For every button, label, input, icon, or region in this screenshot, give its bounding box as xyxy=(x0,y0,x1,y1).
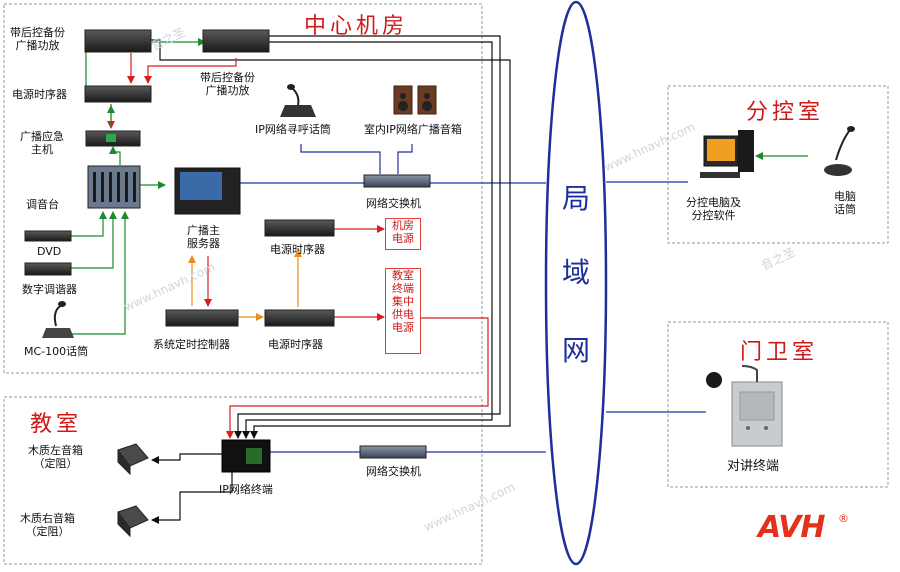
audio-endpoints xyxy=(42,84,855,538)
label-left-speaker: 木质左音箱 （定阻） xyxy=(28,444,83,470)
amp-backup-1-device xyxy=(84,29,152,53)
mixer-device xyxy=(87,165,141,209)
power-seq-bottom-device xyxy=(264,309,335,327)
label-mixer: 调音台 xyxy=(26,198,59,211)
timer-controller-device xyxy=(165,309,239,327)
left-speaker xyxy=(117,443,149,476)
label-dvd: DVD xyxy=(37,245,62,258)
lan-char-2: 域 xyxy=(561,256,590,289)
amp-output-lines xyxy=(150,35,511,439)
label-emergency-host: 广播应急 主机 xyxy=(20,130,64,156)
mc100-mic xyxy=(42,301,74,338)
switch-center-device xyxy=(363,174,431,188)
center-room-border xyxy=(3,3,483,374)
audio-lines xyxy=(70,38,808,335)
tuner-device xyxy=(24,262,72,276)
title-center-room: 中心机房 xyxy=(304,14,409,39)
sub-control-border xyxy=(667,85,889,244)
region-borders xyxy=(3,3,889,565)
label-intercom: 对讲终端 xyxy=(727,459,780,474)
label-ip-paging-mic: IP网络寻呼话筒 xyxy=(255,123,331,136)
label-indoor-speaker: 室内IP网络广播音箱 xyxy=(364,123,462,136)
box-room-power: 机房 电源 xyxy=(385,218,421,250)
avh-logo: AVH xyxy=(758,510,826,545)
label-switch-classroom: 网络交换机 xyxy=(366,465,421,478)
amp-backup-2-device xyxy=(202,29,270,53)
label-power-seq-mid: 电源时序器 xyxy=(270,243,325,256)
rack-devices xyxy=(24,29,431,473)
title-classroom: 教室 xyxy=(30,412,83,437)
switch-classroom-device xyxy=(359,445,427,459)
label-pc-mic: 电脑 话筒 xyxy=(834,190,856,216)
ip-paging-mic xyxy=(280,84,316,117)
lan-char-3: 网 xyxy=(561,334,590,367)
title-guard-room: 门卫室 xyxy=(740,340,819,365)
power-seq-top-device xyxy=(84,85,152,103)
power-seq-mid-device xyxy=(264,219,335,237)
dvd-device xyxy=(24,230,72,242)
classroom-speaker-lines xyxy=(151,453,233,524)
box-classroom-power: 教室 终端 集中 供电 电源 xyxy=(385,268,421,354)
title-sub-control: 分控室 xyxy=(746,100,825,125)
registered-mark: ® xyxy=(838,512,849,525)
lan-ellipse xyxy=(544,0,608,566)
lan-char-1: 局 xyxy=(561,182,590,215)
label-power-seq-top: 电源时序器 xyxy=(12,88,67,101)
label-right-speaker: 木质右音箱 （定阻） xyxy=(20,512,75,538)
label-amp-backup-2: 带后控备份 广播功放 xyxy=(200,71,255,97)
label-amp-backup-1: 带后控备份 广播功放 xyxy=(10,26,65,52)
label-power-seq-bottom: 电源时序器 xyxy=(268,338,323,351)
label-ip-terminal: IP网络终端 xyxy=(219,483,273,496)
control-lines xyxy=(188,249,302,321)
indoor-speaker-pair xyxy=(393,85,437,115)
pc-workstation xyxy=(700,130,754,178)
guard-room-border xyxy=(667,321,889,488)
label-mc100: MC-100话筒 xyxy=(24,345,89,358)
intercom-terminal xyxy=(706,365,783,447)
label-timer-controller: 系统定时控制器 xyxy=(153,338,230,351)
right-speaker xyxy=(117,505,149,538)
label-main-server: 广播主 服务器 xyxy=(187,224,220,250)
label-pc-software: 分控电脑及 分控软件 xyxy=(686,196,741,222)
classroom-border xyxy=(3,396,483,565)
pc-mic xyxy=(824,126,855,176)
label-tuner: 数字调谐器 xyxy=(22,283,77,296)
label-switch-center: 网络交换机 xyxy=(366,197,421,210)
